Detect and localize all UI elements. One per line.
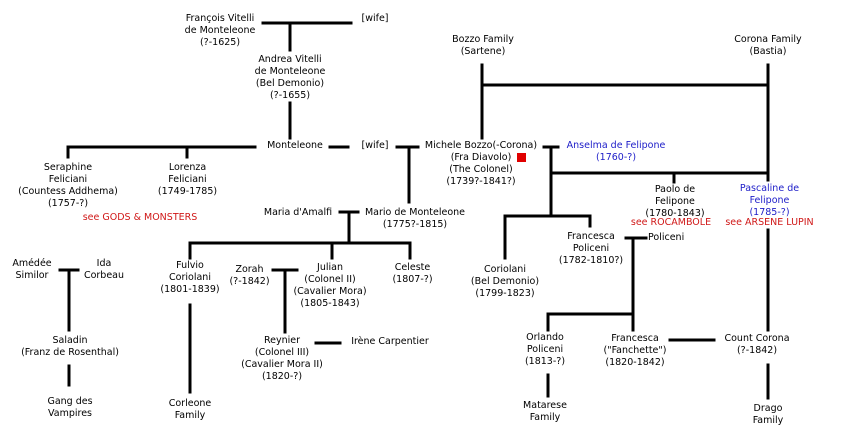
person-wife-monteleone: [wife]: [361, 140, 389, 151]
person-celeste: Celeste (1807-?): [392, 262, 433, 285]
corleone-family: Corleone Family: [168, 398, 212, 421]
person-monteleone: Monteleone: [267, 140, 323, 151]
bozzo-family: Bozzo Family (Sartene): [452, 34, 514, 57]
person-count-corona: Count Corona (?-1842): [724, 333, 790, 356]
person-irene: Irène Carpentier: [351, 336, 429, 347]
person-policeni: Policeni: [648, 232, 685, 243]
marker-square: [517, 153, 526, 162]
person-julian: Julian (Colonel II) (Cavalier Mora) (180…: [293, 262, 367, 309]
person-anselma: Anselma de Felipone (1760-?): [566, 140, 666, 163]
person-wife-francois: [wife]: [361, 13, 389, 24]
person-pascaline: Pascaline de Felipone (1785-?): [739, 183, 800, 218]
person-michele: Michele Bozzo(-Corona) (Fra Diavolo) (Th…: [411, 140, 551, 188]
person-andrea: Andrea Vitelli de Monteleone (Bel Demoni…: [254, 54, 326, 101]
person-lorenza: Lorenza Feliciani (1749-1785): [157, 162, 218, 197]
person-francois: François Vitelli de Monteleone (?-1625): [184, 13, 256, 48]
person-francesca-policeni: Francesca Policeni (1782-1810?): [558, 231, 624, 266]
person-ida: Ida Corbeau: [83, 258, 125, 281]
corona-family: Corona Family (Bastia): [734, 34, 802, 57]
person-fulvio: Fulvio Coriolani (1801-1839): [160, 260, 220, 295]
person-seraphine: Seraphine Feliciani (Countess Addhema) (…: [18, 162, 118, 209]
drago-family: Drago Family: [752, 403, 784, 426]
link-rocambole[interactable]: see ROCAMBOLE: [630, 217, 712, 228]
person-zorah: Zorah (?-1842): [229, 264, 270, 287]
link-arsene-lupin[interactable]: see ARSENE LUPIN: [725, 217, 814, 228]
person-orlando: Orlando Policeni (1813-?): [524, 332, 566, 367]
michele-label: Michele Bozzo(-Corona) (Fra Diavolo) (Th…: [424, 140, 538, 187]
link-gods-and-monsters[interactable]: see GODS & MONSTERS: [82, 212, 198, 223]
person-mario: Mario de Monteleone (1775?-1815): [364, 207, 466, 230]
gang-des-vampires: Gang des Vampires: [47, 396, 93, 419]
person-maria-amalfi: Maria d'Amalfi: [263, 207, 333, 218]
person-reynier: Reynier (Colonel III) (Cavalier Mora II)…: [241, 335, 323, 382]
person-fanchette: Francesca ("Fanchette") (1820-1842): [603, 333, 667, 368]
person-coriolani: Coriolani (Bel Demonio) (1799-1823): [470, 264, 540, 299]
matarese-family: Matarese Family: [523, 400, 567, 423]
person-saladin: Saladin (Franz de Rosenthal): [21, 335, 119, 358]
person-paolo: Paolo de Felipone (1780-1843): [645, 184, 705, 219]
person-amedee: Amédée Similor: [12, 258, 52, 281]
